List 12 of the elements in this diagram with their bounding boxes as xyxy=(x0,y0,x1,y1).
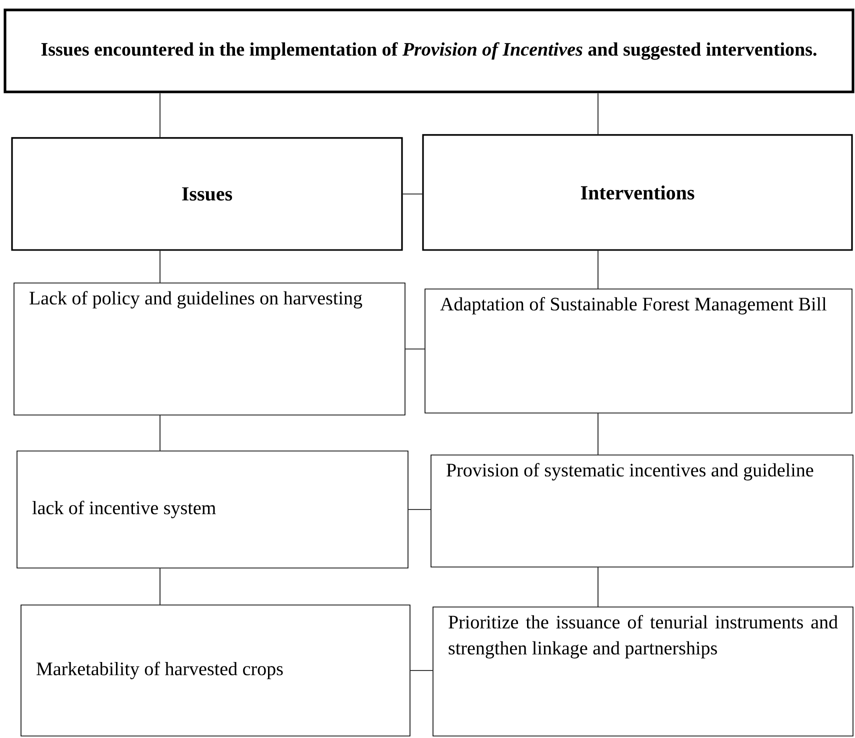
connector-line xyxy=(408,509,431,510)
text-box: Prioritize the issuance of tenurial instruments and strengthen linkage and partnerships xyxy=(432,606,854,736)
text-box: Adaptation of Sustainable Forest Management Bill xyxy=(424,288,852,414)
text-box: lack of incentive system xyxy=(16,450,408,568)
header-box: Issues xyxy=(11,137,403,251)
title-box: Issues encountered in the implementation of Provision of Incentives and suggested interventions. xyxy=(4,8,854,94)
connector-line xyxy=(405,348,425,350)
connector-line xyxy=(410,670,433,671)
text-box: Marketability of harvested crops xyxy=(20,604,410,736)
text-box: Provision of systematic incentives and guideline xyxy=(430,454,854,568)
text-box: Lack of policy and guidelines on harvesting xyxy=(14,282,406,416)
header-box: Interventions xyxy=(422,134,853,251)
